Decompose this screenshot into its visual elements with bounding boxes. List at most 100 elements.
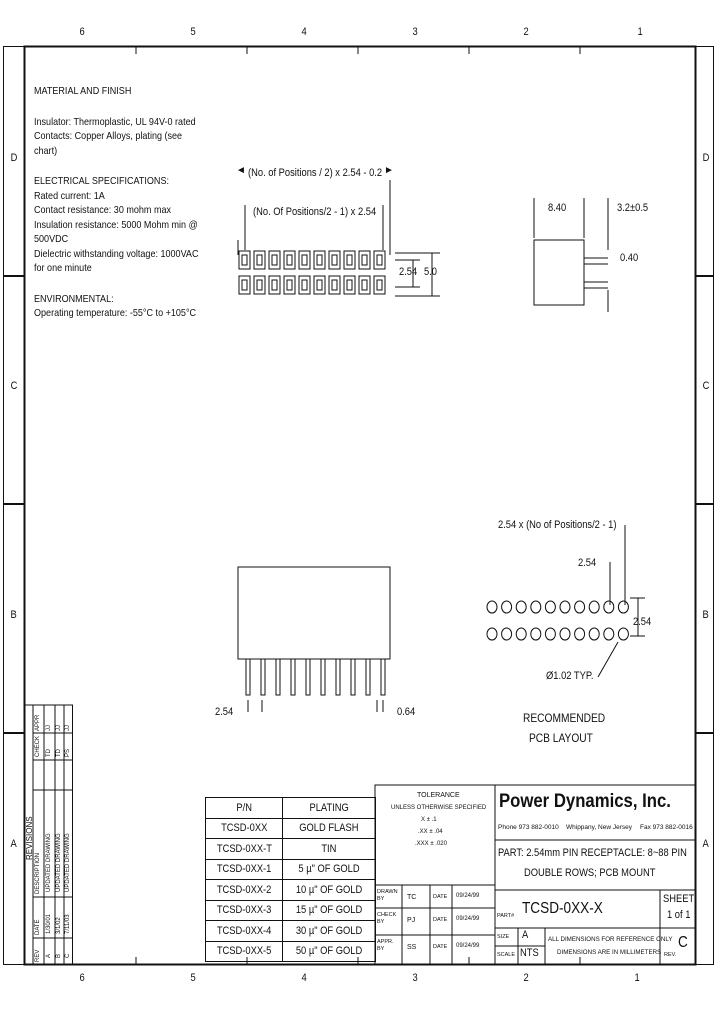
contact-opening: [346, 254, 353, 266]
appr-by: SS: [407, 944, 417, 951]
contacts-spec: Contacts: Copper Alloys, plating (see: [34, 130, 183, 142]
contact-cavity: [283, 275, 296, 295]
pcb-hole: [603, 627, 615, 641]
drawn-by: TC: [407, 894, 417, 901]
contact-cavity: [253, 250, 266, 270]
dielectric-spec: Dielectric withstanding voltage: 1000VAC: [34, 247, 199, 260]
tolerance-3: .XXX ± .020: [415, 841, 447, 847]
pcb-hole: [559, 600, 571, 614]
plating-cell: 30 µ" OF GOLD: [295, 924, 363, 937]
pin-tail: [380, 658, 386, 696]
dimension-note-2: DIMENSIONS ARE IN MILLIMETERS: [557, 949, 662, 956]
contact-cavity: [283, 250, 296, 270]
pcb-layout-title: RECOMMENDED: [523, 711, 606, 725]
tolerance-title: TOLERANCE: [417, 792, 460, 799]
pin-tail: [350, 658, 356, 696]
arrow-left-icon: ◄: [236, 165, 246, 176]
pin-tail: [365, 658, 371, 696]
sheet-value: 1 of 1: [667, 909, 691, 921]
pcb-hole: [559, 627, 571, 641]
revisions-title: REVISIONS: [25, 816, 34, 860]
pcb-layout-drawing: [486, 600, 629, 641]
pcb-hole: [486, 600, 498, 614]
revision-cell: TD: [46, 749, 52, 757]
zone-col-3-bottom: 3: [412, 972, 418, 984]
contact-opening: [346, 279, 353, 291]
dim-pcb-hole: Ø1.02 TYP.: [546, 670, 594, 682]
contact-opening: [376, 279, 383, 291]
pcb-hole: [544, 627, 556, 641]
contact-opening: [256, 279, 263, 291]
pin-tail: [290, 658, 296, 696]
dim-body-height: 5.0: [424, 266, 438, 278]
insulator-spec: Insulator: Thermoplastic, UL 94V-0 rated: [34, 115, 196, 128]
zone-row-d-right: D: [702, 152, 710, 164]
pcb-hole: [501, 600, 513, 614]
zone-row-c-left: C: [10, 380, 18, 392]
zone-col-4-top: 4: [301, 26, 307, 38]
plating-table-header: P/N PLATING: [205, 797, 376, 819]
zone-col-4-bottom: 4: [301, 972, 307, 984]
contact-opening: [331, 254, 338, 266]
top-view-drawing: [238, 250, 386, 295]
zone-row-a-right: A: [702, 838, 709, 850]
insulation-spec-2: 500VDC: [34, 233, 69, 245]
contact-cavity: [313, 250, 326, 270]
dim-row-spacing: 2.54: [399, 266, 418, 278]
size-value: A: [522, 929, 529, 941]
pcb-hole: [617, 627, 629, 641]
pcb-hole: [530, 627, 542, 641]
contact-cavity: [238, 250, 251, 270]
revision-cell: A: [46, 953, 52, 958]
revision-cell: 1/30/01: [46, 913, 52, 934]
rev-value: C: [678, 934, 688, 951]
material-title: MATERIAL AND FINISH: [34, 85, 132, 97]
part-description: PART: 2.54mm PIN RECEPTACLE: 8~88 PIN: [498, 847, 687, 859]
revision-cell: UPDATED DRAWING: [65, 833, 71, 892]
company-fax: Fax 973 882-0016: [640, 824, 693, 831]
zone-row-b-left: B: [10, 609, 17, 621]
contact-opening: [286, 254, 293, 266]
contact-opening: [271, 279, 278, 291]
contact-cavity: [358, 275, 371, 295]
part-number-cell: TCSD-0XX-5: [216, 945, 272, 958]
contact-opening: [271, 254, 278, 266]
dim-front-pin: 0.64: [397, 706, 416, 718]
plating-cell: 50 µ" OF GOLD: [295, 945, 363, 958]
scale-label: SCALE: [497, 952, 516, 958]
company-name: Power Dynamics, Inc.: [499, 791, 671, 812]
contact-opening: [316, 254, 323, 266]
dim-pcb-row: 2.54: [633, 616, 652, 628]
size-label: SIZE: [497, 934, 510, 940]
dim-side-tail: 3.2±0.5: [617, 202, 649, 214]
appr-label: APPR. BY: [377, 939, 394, 952]
pcb-hole: [501, 627, 513, 641]
dim-side-body: 8.40: [548, 202, 567, 214]
revision-cell: UPDATED DRAWING: [46, 833, 52, 892]
electrical-title: ELECTRICAL SPECIFICATIONS:: [34, 175, 169, 187]
zone-col-2-top: 2: [523, 26, 529, 38]
pin-tail: [335, 658, 341, 696]
check-by: PJ: [407, 917, 416, 924]
scale-value: NTS: [520, 947, 539, 959]
dim-side-pin: 0.40: [620, 252, 639, 264]
pcb-hole: [574, 600, 586, 614]
revision-header: DATE: [35, 919, 41, 935]
date-label-1: DATE: [433, 894, 448, 900]
revision-cell: 7/11/03: [65, 914, 71, 934]
zone-col-6-top: 6: [79, 26, 85, 38]
contacts-spec-2: chart): [34, 144, 58, 157]
dimension-note: ALL DIMENSIONS FOR REFERENCE ONLY: [548, 936, 673, 943]
pcb-hole: [544, 600, 556, 614]
plating-cell: 15 µ" OF GOLD: [295, 904, 363, 917]
contact-opening: [286, 279, 293, 291]
plating-row: TCSD-0XX-5 50 µ" OF GOLD: [205, 940, 376, 962]
pin-tail: [245, 658, 251, 696]
